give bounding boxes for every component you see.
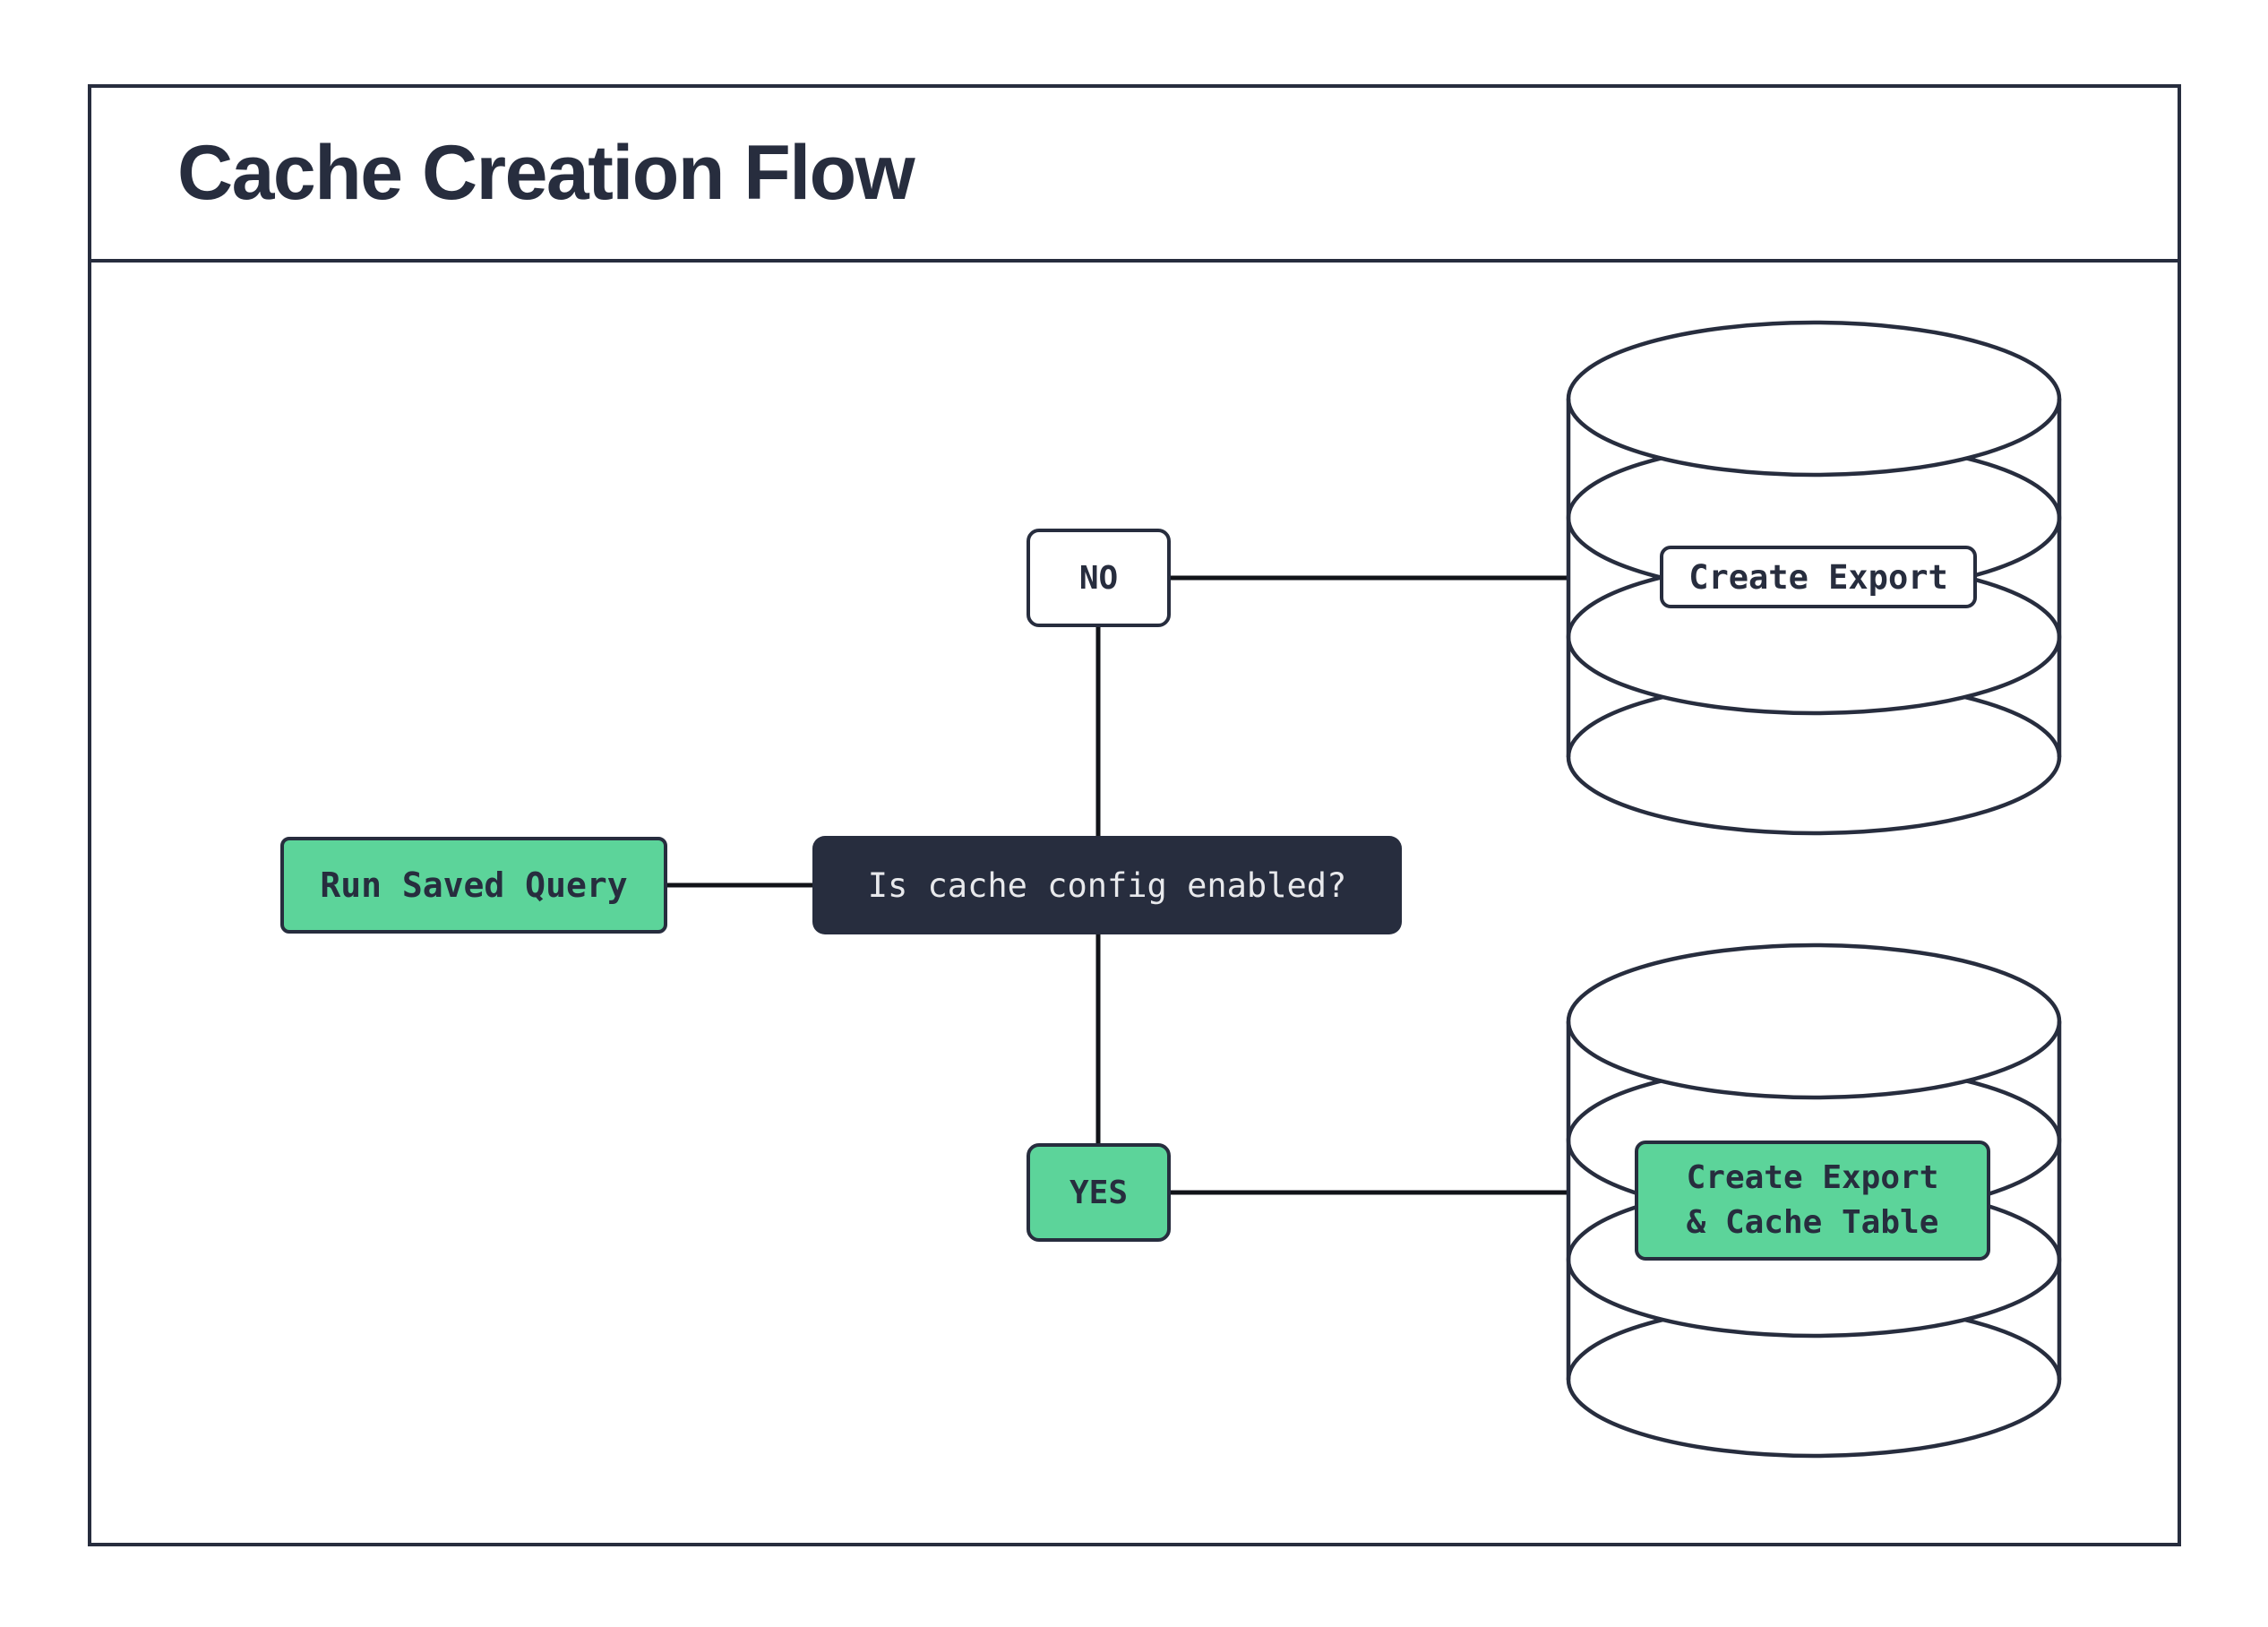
node-branch-yes: YES [1027,1143,1171,1242]
database-disk [1566,320,2062,478]
node-branch-no-label: NO [1078,559,1119,597]
database-sides [1566,1021,2062,1380]
diagram-header: Cache Creation Flow [88,84,2181,263]
database-sides [1566,399,2062,757]
node-create-export-cache-line1: Create Export [1686,1159,1939,1197]
page-title: Cache Creation Flow [177,130,915,216]
node-branch-no: NO [1027,529,1171,627]
node-branch-yes-label: YES [1069,1174,1129,1211]
node-run-saved-query-label: Run Saved Query [320,865,628,905]
node-create-export: Create Export [1660,546,1977,608]
connectors [667,575,1568,1195]
node-run-saved-query: Run Saved Query [280,837,667,934]
node-create-export-label: Create Export [1688,557,1948,597]
node-decision-label: Is cache config enabled? [867,865,1347,905]
database-disk [1566,943,2062,1100]
node-create-export-cache-table: Create Export & Cache Table [1635,1141,1990,1261]
node-decision-cache-config: Is cache config enabled? [812,836,1402,934]
node-create-export-cache-line2: & Cache Table [1686,1204,1939,1241]
